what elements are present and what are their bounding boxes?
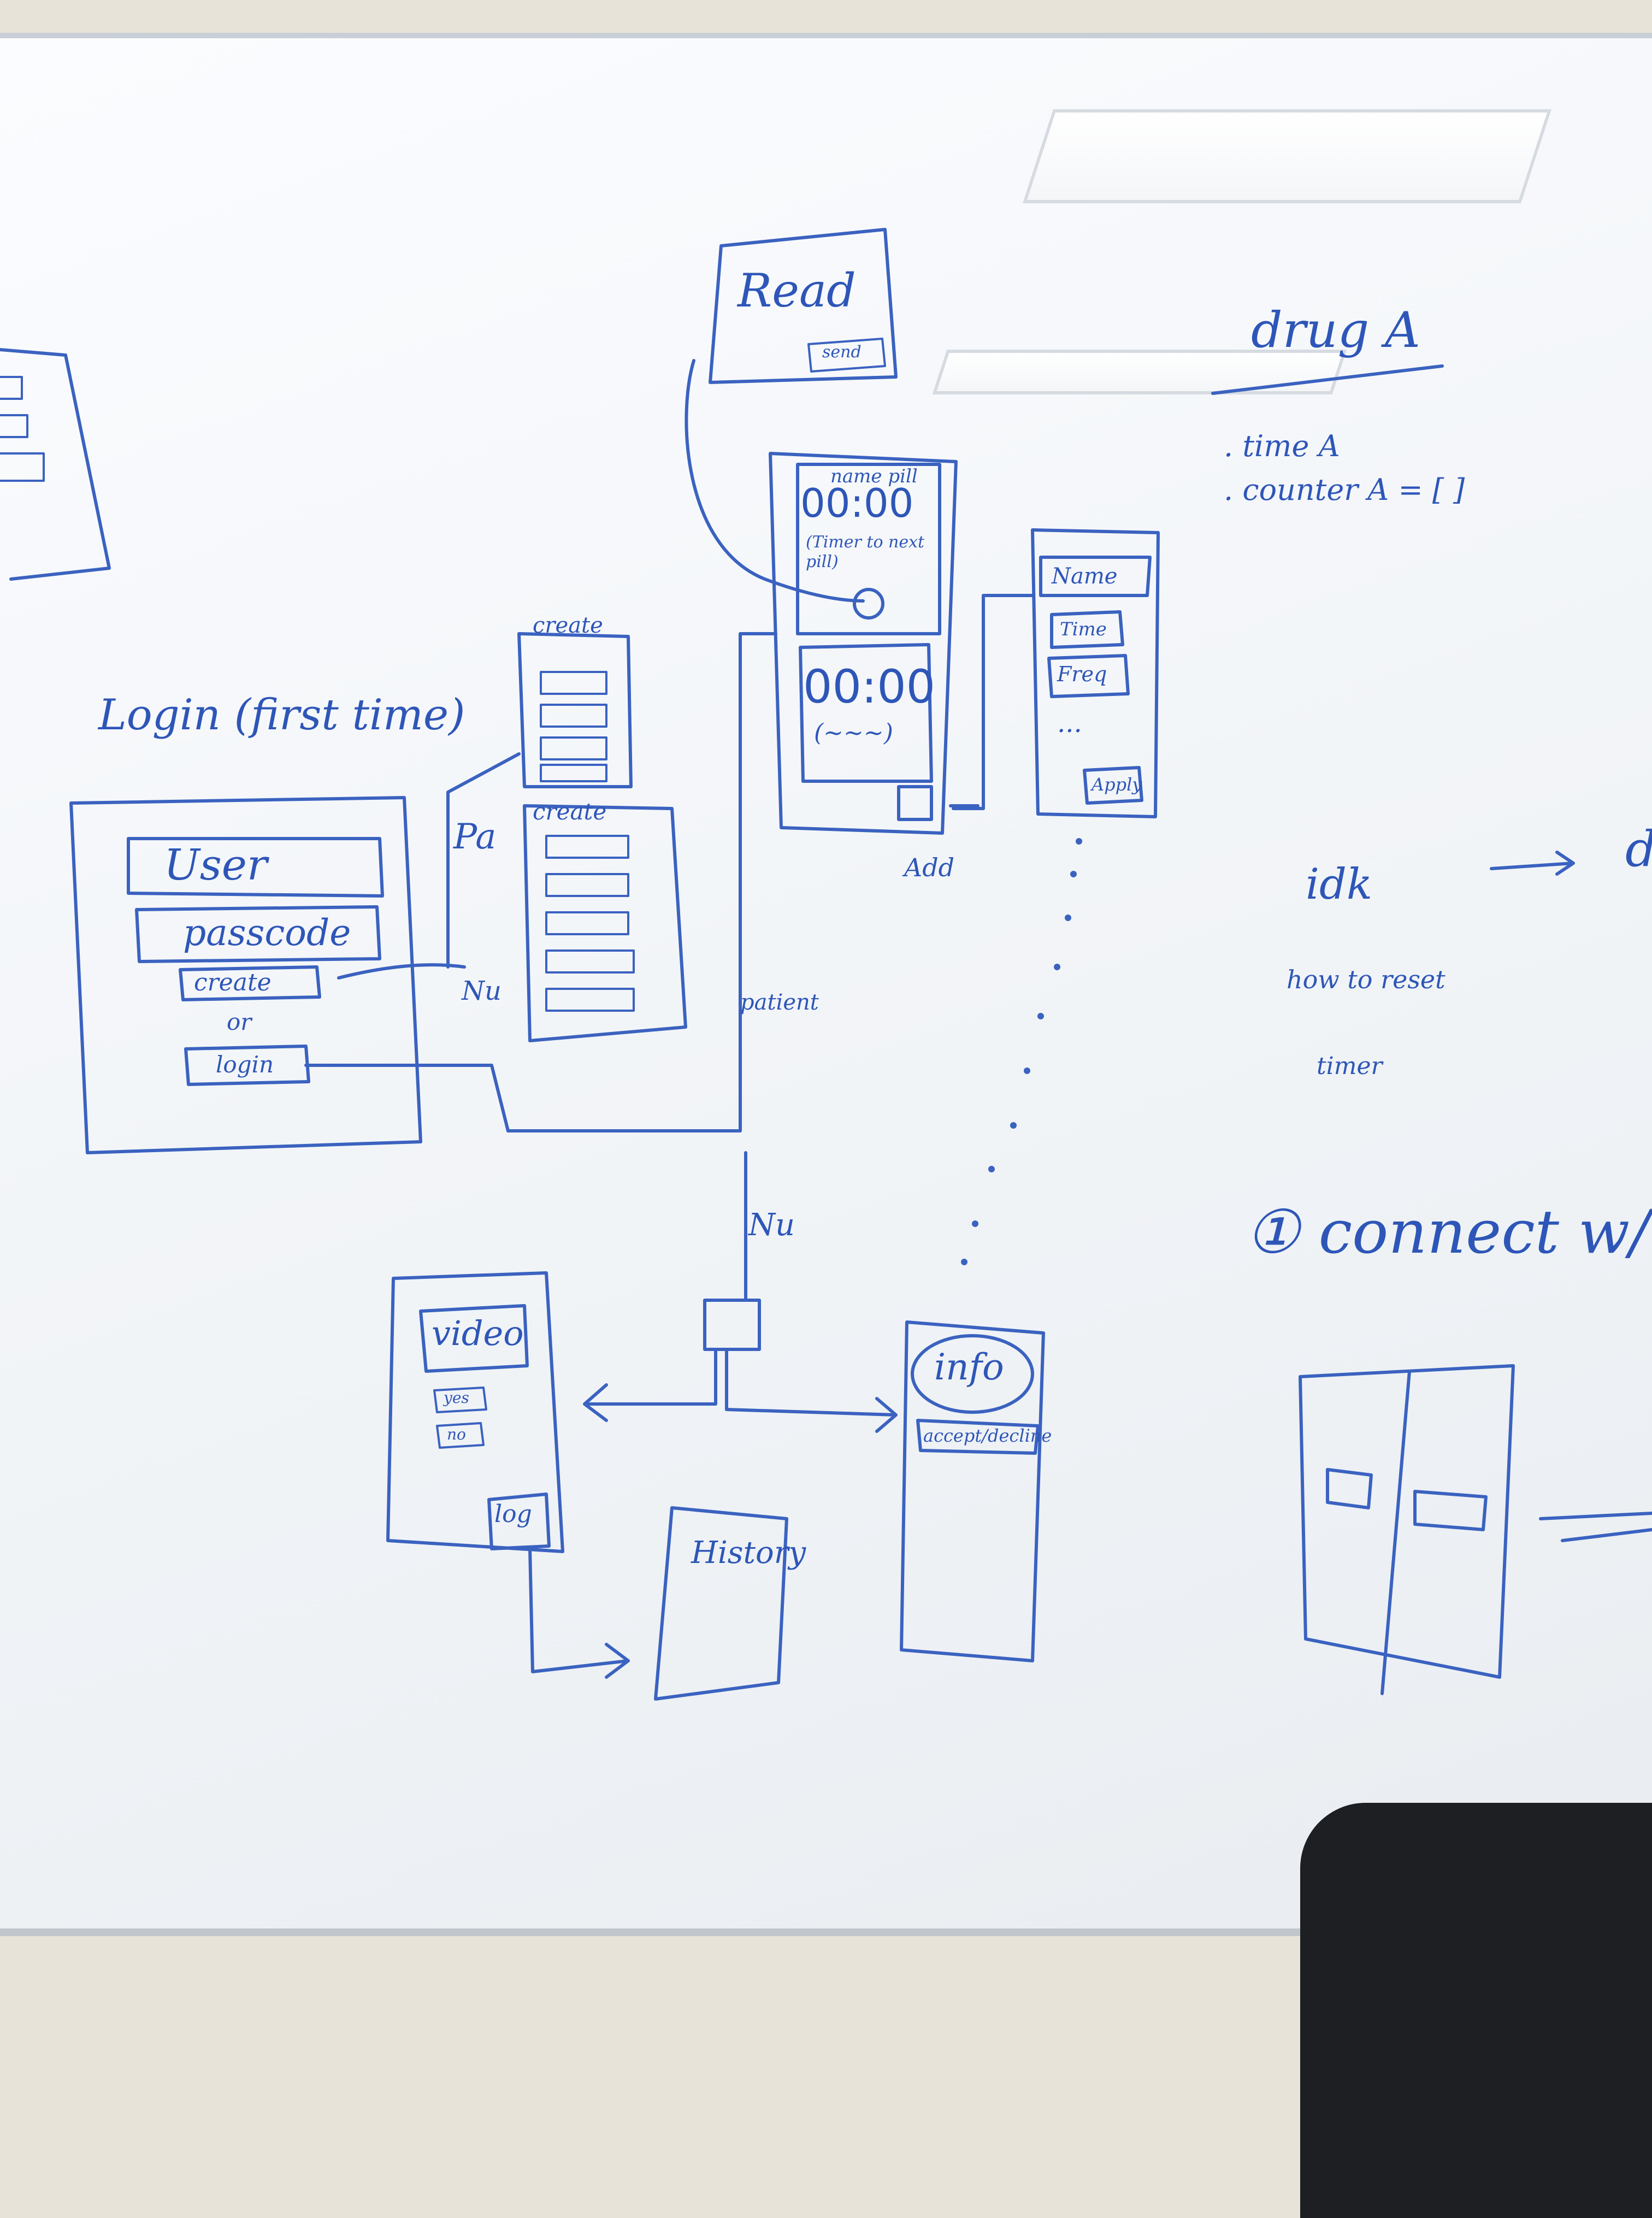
dotted-line-dot: [1010, 1122, 1017, 1129]
add-button-box: [899, 787, 931, 819]
connect-note: ① connect w/: [1246, 1202, 1650, 1262]
create-item: [541, 672, 606, 694]
history-title: History: [691, 1538, 806, 1568]
create-item: [546, 912, 628, 934]
junction-to-info-arrow: [727, 1349, 896, 1431]
name-field-label: Name: [1052, 565, 1117, 587]
nu-label-bottom: Nu: [748, 1210, 795, 1241]
edge-sketch-item: [0, 377, 22, 399]
reset-note: how to reset: [1287, 967, 1446, 992]
idk-note: idk: [1306, 863, 1372, 906]
login-title: Login (first time): [98, 694, 465, 736]
create-item: [541, 705, 606, 727]
create-item: [546, 951, 634, 972]
login-button-label: login: [216, 1053, 274, 1076]
create-button-label: create: [194, 971, 272, 995]
arrow-target-letter: d: [1625, 825, 1652, 874]
drug-field-time: . time A: [1224, 432, 1340, 461]
passcode-field-label: passcode: [183, 915, 351, 951]
create-screen-bottom: [524, 806, 686, 1041]
edge-sketch-item: [0, 453, 44, 481]
second-timer-caption: (~~~): [814, 721, 893, 745]
time-field-label: Time: [1060, 620, 1107, 639]
timer-to-add-form-arrow: [953, 595, 1032, 809]
dotted-line-dot: [961, 1259, 967, 1265]
create-item: [541, 765, 606, 781]
right-sketch-arrow-2: [1562, 1530, 1652, 1541]
accept-decline-button-label: accept/decline: [923, 1427, 1052, 1444]
create-item: [546, 874, 628, 896]
create-to-screens-arrow: [339, 965, 464, 978]
log-to-history-arrow: [530, 1549, 628, 1677]
dotted-line-dot: [1024, 1067, 1030, 1074]
create-screen-top-title: create: [533, 615, 603, 636]
timer-value: 00:00: [800, 483, 914, 523]
dotted-line-dot: [1065, 915, 1071, 921]
create-item: [546, 989, 634, 1011]
read-title: Read: [738, 268, 856, 314]
edge-sketch-item: [0, 415, 27, 437]
patient-label: patient: [740, 992, 819, 1013]
add-label: Add: [904, 855, 954, 880]
dotted-line-dot: [972, 1220, 978, 1227]
apply-button-label: Apply: [1092, 776, 1142, 793]
idk-arrow: [1491, 852, 1573, 874]
dotted-line-dot: [1070, 871, 1077, 877]
add-form-ellipsis: ...: [1057, 710, 1082, 736]
right-sketch-button: [1328, 1470, 1371, 1508]
dotted-line-dot: [1076, 838, 1082, 845]
create-item: [541, 738, 606, 759]
dotted-line-dot: [1037, 1013, 1044, 1019]
right-sketch-button: [1415, 1491, 1486, 1530]
create-screen-bottom-title: create: [533, 800, 606, 823]
pa-branch: [448, 754, 519, 967]
no-button-label: no: [447, 1427, 466, 1442]
info-title: info: [934, 1349, 1004, 1385]
dotted-line-dot: [988, 1166, 995, 1172]
dotted-line-dot: [1054, 964, 1060, 970]
create-item: [546, 836, 628, 858]
or-text: or: [227, 1011, 251, 1034]
send-button-label: send: [822, 344, 862, 361]
user-field-label: User: [164, 844, 267, 887]
yes-button-label: yes: [444, 1390, 469, 1406]
nu-label-left: Nu: [462, 978, 502, 1004]
junction-to-video-arrow: [585, 1349, 716, 1420]
video-title: video: [432, 1317, 524, 1350]
right-sketch-divider: [1382, 1371, 1409, 1694]
log-button-label: log: [494, 1502, 532, 1526]
timer-caption: (Timer to next pill): [806, 533, 931, 572]
drug-title-underline: [1213, 366, 1442, 393]
freq-field-label: Freq: [1057, 664, 1107, 685]
timer-button-circle: [854, 589, 883, 618]
second-timer-value: 00:00: [803, 664, 935, 710]
drug-title: drug A: [1251, 306, 1420, 355]
drug-field-counter: . counter A = [ ]: [1224, 475, 1465, 505]
timer-note: timer: [1317, 1054, 1383, 1078]
pa-label: Pa: [453, 819, 496, 854]
edge-sketch: [0, 350, 109, 579]
right-sketch-arrow: [1541, 1513, 1652, 1519]
nu-junction-box: [705, 1300, 759, 1349]
